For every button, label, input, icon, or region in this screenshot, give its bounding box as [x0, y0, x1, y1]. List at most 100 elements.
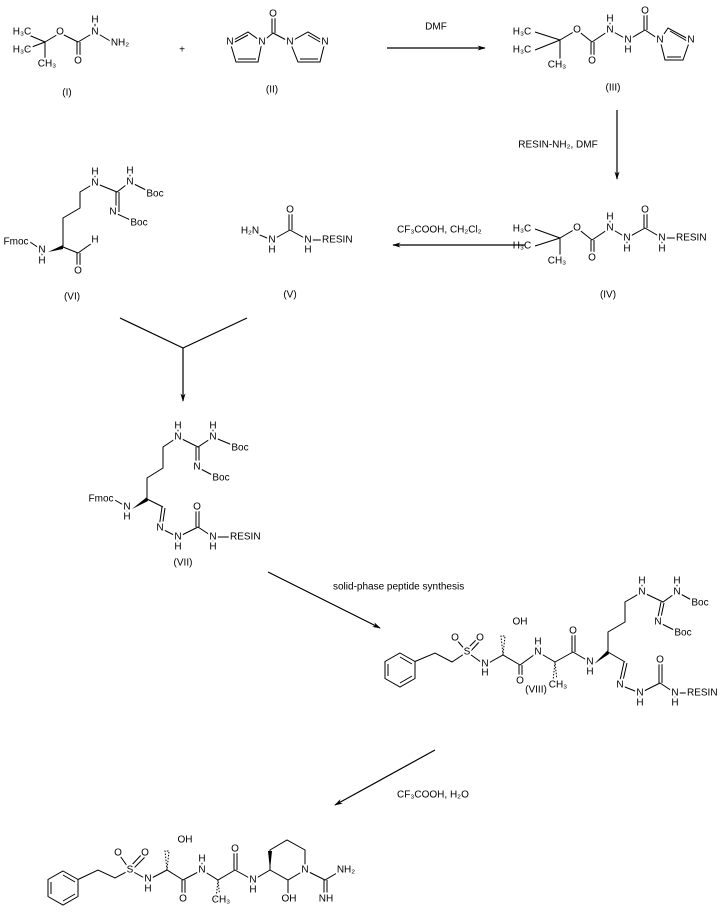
atom: N — [654, 617, 661, 628]
atom: N — [481, 659, 488, 670]
atom: N — [301, 865, 308, 876]
atom: O — [114, 848, 122, 859]
atom: H — [126, 166, 133, 177]
atom: CH₃ — [212, 895, 231, 906]
atom: O — [193, 502, 201, 513]
atom: H — [91, 235, 98, 246]
atom: N — [156, 523, 163, 534]
atom: H — [638, 576, 645, 587]
stereo-wedge — [48, 245, 63, 252]
atom: O — [573, 25, 581, 36]
atom: Boc — [674, 628, 691, 639]
atom: N — [174, 432, 181, 443]
atom: O — [588, 56, 596, 67]
atom: H — [144, 884, 151, 895]
atom: H — [174, 421, 181, 432]
compound-vii: Fmoc N H N H N H Boc N Boc N N H O N H R… — [87, 419, 263, 569]
atom: H — [673, 576, 680, 587]
plus-sign: + — [179, 45, 185, 56]
atom: OH — [178, 835, 193, 846]
atom: N — [193, 462, 200, 473]
atom: N — [658, 233, 665, 244]
reaction-arrow — [267, 571, 381, 629]
atom: H — [623, 244, 630, 255]
compound-label: (VI) — [64, 292, 80, 303]
atom: Boc — [231, 443, 248, 454]
atom: H — [606, 212, 613, 223]
atom: N — [636, 688, 643, 699]
compound-ii-bonds — [229, 15, 326, 63]
atom: Boc — [691, 598, 708, 609]
resin-label: RESIN — [687, 688, 718, 699]
atom: N — [249, 875, 256, 886]
atom: H — [658, 244, 665, 255]
compound-viii-bonds — [384, 582, 698, 703]
resin-label: RESIN — [322, 235, 353, 246]
atom: O — [56, 27, 64, 38]
atom: N — [286, 37, 293, 48]
atom: N — [624, 35, 631, 46]
atom: CH₃ — [548, 256, 567, 267]
compound-iii: H₃C H₃C CH₃ O O H N N H O N N (III) — [511, 4, 697, 94]
stereo-wedge — [132, 497, 148, 509]
atom: H₃C — [13, 27, 32, 38]
atom: O — [573, 223, 581, 234]
atom: N — [638, 587, 645, 598]
atom: N — [91, 178, 98, 189]
reagent-label: CF₃COOH, H₂O — [397, 790, 469, 801]
compound-ii: O N N N N (II) — [224, 7, 330, 96]
atom: N — [209, 432, 216, 443]
atom: H — [91, 15, 98, 26]
atom: N — [304, 235, 311, 246]
atom: H — [606, 14, 613, 25]
compound-viii: S O O N H OH O N H O CH₃ N H N H N H Boc… — [384, 574, 720, 711]
compound-label: (II) — [266, 85, 278, 96]
atom: O — [74, 266, 82, 277]
atom: H — [198, 854, 205, 865]
atom: NH₂ — [111, 38, 129, 49]
atom: Fmoc — [89, 494, 114, 505]
atom: O — [656, 655, 664, 666]
atom: H₃C — [513, 224, 532, 235]
atom: H — [481, 668, 488, 679]
reaction-arrow — [334, 749, 436, 806]
converging-lines — [119, 317, 248, 349]
atom: H₃C — [13, 45, 32, 56]
atom: S — [464, 647, 471, 658]
atom: NH — [319, 894, 333, 905]
atom: O — [141, 848, 149, 859]
atom: N — [534, 647, 541, 658]
final-product: S O O N H OH O N H O CH₃ N H N OH NH₂ NH — [47, 833, 357, 908]
atom: N — [321, 37, 328, 48]
compound-v: H₂N N H O N H RESIN (V) — [239, 203, 355, 301]
compound-label: (I) — [62, 88, 71, 99]
atom: N — [656, 35, 663, 46]
resin-label: RESIN — [676, 233, 707, 244]
atom: H₃C — [513, 27, 532, 38]
compound-vi: Fmoc N H O H N H N H Boc N Boc (VI) — [2, 164, 166, 303]
atom: H — [209, 542, 216, 553]
atom: N — [687, 35, 694, 46]
atom: H — [249, 885, 256, 896]
compound-iv-bonds — [534, 211, 676, 256]
atom: N — [109, 207, 116, 218]
compound-v-bonds — [249, 211, 322, 250]
atom: H — [624, 45, 631, 56]
atom: O — [641, 205, 649, 216]
atom: Boc — [146, 189, 163, 200]
atom: O — [74, 56, 82, 67]
atom: H — [38, 256, 45, 267]
atom: N — [586, 657, 593, 668]
atom: O — [476, 633, 484, 644]
atom: O — [179, 894, 187, 905]
stereo-hash — [500, 635, 506, 656]
atom: H₃C — [513, 45, 532, 56]
compound-i: H₃C H₃C CH₃ O O H N NH₂ (I) — [11, 13, 132, 99]
reagent-label: solid-phase peptide synthesis — [333, 582, 464, 593]
atom: O — [516, 676, 524, 687]
atom: N — [198, 865, 205, 876]
atom: H₃C — [513, 241, 532, 252]
compound-label: (VIII) — [525, 685, 547, 696]
atom: O — [588, 253, 596, 264]
